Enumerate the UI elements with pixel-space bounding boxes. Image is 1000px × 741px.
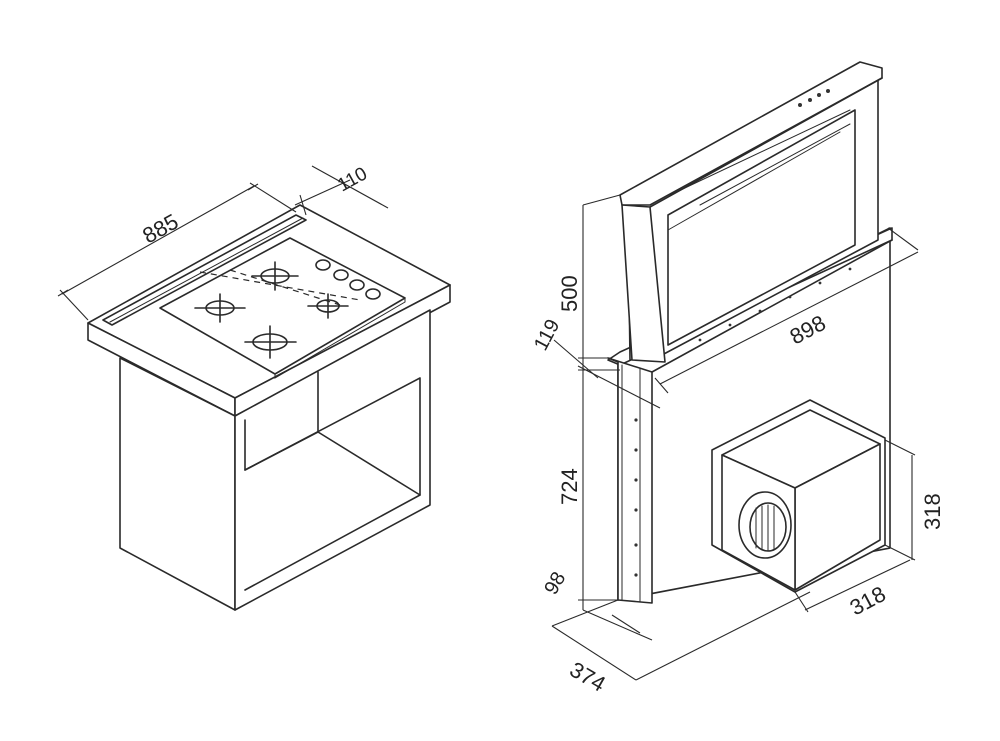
burner-3 — [307, 293, 349, 319]
burner-4 — [244, 325, 297, 359]
screw-holes — [634, 267, 852, 577]
dim-374-label: 374 — [566, 657, 610, 697]
control-buttons — [798, 89, 830, 107]
control-knobs — [315, 259, 381, 300]
housing-front — [607, 357, 653, 604]
dim-500-label: 500 — [557, 275, 582, 312]
dim-318-height-label: 318 — [920, 493, 945, 530]
cabinet-side — [234, 309, 431, 611]
dim-119-label: 119 — [530, 316, 564, 354]
downdraft-slot — [102, 214, 307, 326]
hood-side — [621, 204, 666, 363]
burner-1 — [251, 261, 299, 291]
dim-724-label: 724 — [557, 468, 582, 505]
dim-98-label: 98 — [540, 568, 570, 598]
downdraft-hood-drawing — [551, 61, 919, 681]
dim-885-label: 885 — [138, 209, 182, 249]
cooktop-cabinet-drawing — [57, 165, 451, 611]
burner-2 — [194, 293, 246, 323]
dim-110-label: 110 — [334, 163, 371, 196]
motor-outlet — [738, 491, 792, 559]
countertop-side — [234, 284, 451, 417]
hood-filter-frame — [667, 109, 856, 346]
